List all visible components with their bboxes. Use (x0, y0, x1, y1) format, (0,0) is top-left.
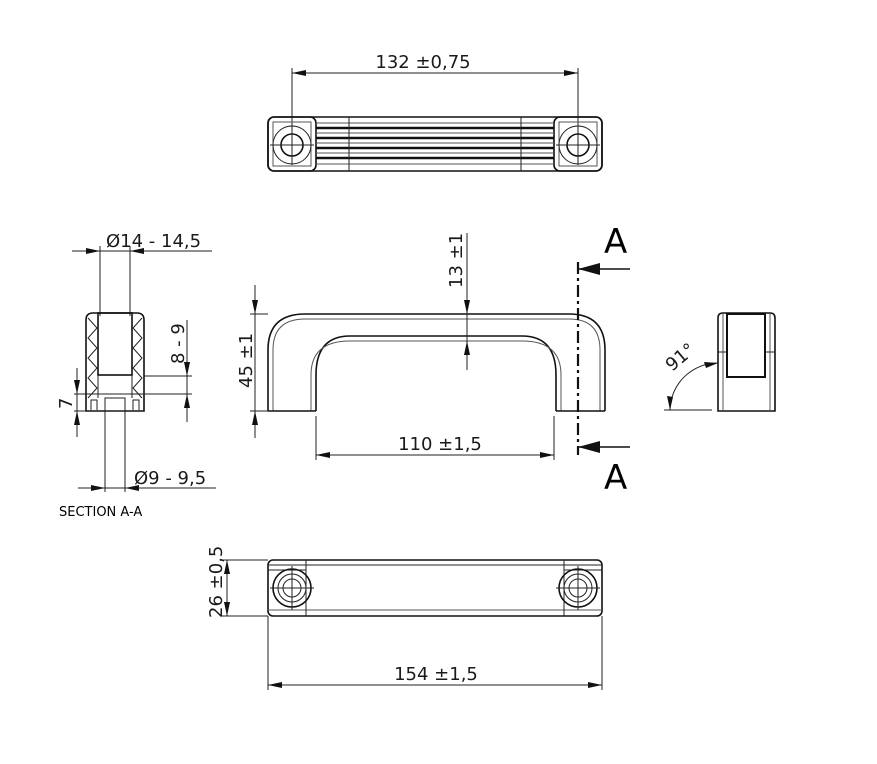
bottom-view: 26 ±0,5 154 ±1,5 (206, 546, 603, 690)
dim-outer-diameter: Ø14 - 14,5 (106, 231, 201, 252)
dim-depth: 8 - 9 (168, 323, 189, 364)
section-view: Ø14 - 14,5 8 - 9 7 Ø9 - 9,5 S (56, 231, 216, 520)
dim-inner-width: 110 ±1,5 (398, 434, 482, 455)
dim-height: 45 ±1 (236, 333, 257, 388)
dim-132: 132 ±0,75 (375, 52, 470, 73)
section-marker-top: A (604, 222, 627, 262)
dim-width: 26 ±0,5 (206, 546, 227, 618)
section-caption: SECTION A-A (59, 505, 142, 520)
dim-angle: 91° (662, 339, 700, 376)
dim-thickness: 13 ±1 (446, 233, 467, 288)
dim-length: 154 ±1,5 (394, 664, 478, 685)
side-view: 91° (662, 312, 776, 412)
dim-inner-diameter: Ø9 - 9,5 (134, 468, 206, 489)
top-view: 132 ±0,75 (267, 52, 603, 172)
front-view: 45 ±1 13 ±1 110 ±1,5 A A (236, 222, 630, 498)
dim-base-height: 7 (56, 398, 77, 409)
section-marker-bottom: A (604, 458, 627, 498)
